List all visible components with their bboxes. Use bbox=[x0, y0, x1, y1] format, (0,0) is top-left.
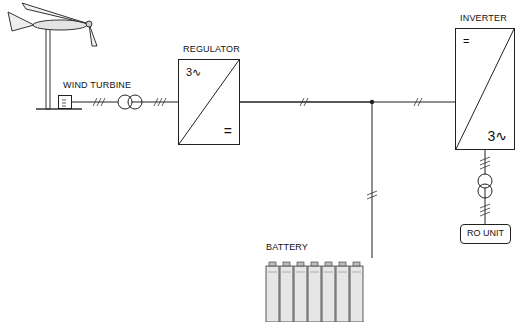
battery-cell-band bbox=[352, 272, 361, 273]
junction-dot bbox=[370, 100, 374, 104]
controller-symbol bbox=[62, 103, 66, 104]
phase-hatch bbox=[480, 157, 490, 169]
turbine-blade bbox=[22, 3, 89, 24]
phase-hatch bbox=[93, 98, 105, 106]
inverter-box: INVERTER=3∿ bbox=[455, 28, 515, 150]
battery-cell-band bbox=[324, 272, 333, 273]
controller-symbol bbox=[62, 100, 66, 101]
battery-terminal bbox=[297, 262, 304, 266]
battery-terminal bbox=[325, 262, 332, 266]
battery-cell-band bbox=[268, 272, 277, 273]
phase-symbol: 3∿ bbox=[186, 66, 201, 78]
phase-hatch bbox=[367, 191, 377, 199]
symbol-layer bbox=[59, 96, 71, 108]
battery-cell bbox=[322, 266, 335, 322]
phase-hatch bbox=[300, 98, 308, 106]
converter-diagonal bbox=[179, 60, 239, 144]
battery-cell bbox=[308, 266, 321, 322]
phase-hatch bbox=[480, 204, 490, 216]
battery-cell bbox=[280, 266, 293, 322]
phase-symbol: = bbox=[463, 35, 469, 47]
phase-symbol: = bbox=[224, 124, 232, 139]
transformer-coil bbox=[128, 95, 142, 109]
node-label: WIND TURBINE bbox=[63, 81, 131, 91]
node-label: RO UNIT bbox=[467, 229, 504, 239]
node-label: REGULATOR bbox=[183, 45, 240, 55]
battery-bank: BATTERY bbox=[262, 258, 378, 322]
turbine-tail bbox=[8, 12, 34, 31]
battery-cell bbox=[266, 266, 279, 322]
turbine-blade bbox=[89, 24, 97, 46]
battery-terminal bbox=[311, 262, 318, 266]
battery-cell-band bbox=[296, 272, 305, 273]
node-label: INVERTER bbox=[460, 14, 507, 24]
regulator-box: REGULATOR3∿= bbox=[178, 59, 240, 145]
battery-cell-band bbox=[338, 272, 347, 273]
battery-terminal bbox=[283, 262, 290, 266]
symbol-layer bbox=[262, 258, 378, 322]
battery-cell-band bbox=[282, 272, 291, 273]
battery-cell bbox=[294, 266, 307, 322]
turbine-tower bbox=[46, 28, 50, 109]
ro-unit-box: RO UNIT bbox=[460, 224, 511, 244]
battery-cell bbox=[350, 266, 363, 322]
battery-terminal bbox=[269, 262, 276, 266]
phase-hatch bbox=[154, 98, 166, 106]
phase-symbol: 3∿ bbox=[487, 129, 507, 144]
node-label: BATTERY bbox=[266, 243, 308, 253]
controller-symbol bbox=[62, 106, 66, 107]
turbine-controller: WIND TURBINE bbox=[58, 95, 72, 109]
battery-cell bbox=[336, 266, 349, 322]
power-line bbox=[240, 102, 372, 258]
turbine-hub bbox=[86, 21, 92, 27]
battery-terminal bbox=[353, 262, 360, 266]
phase-hatch bbox=[414, 98, 422, 106]
converter-diagonal bbox=[456, 29, 514, 149]
battery-cell-band bbox=[310, 272, 319, 273]
battery-terminal bbox=[339, 262, 346, 266]
transformer-coil bbox=[478, 184, 492, 198]
